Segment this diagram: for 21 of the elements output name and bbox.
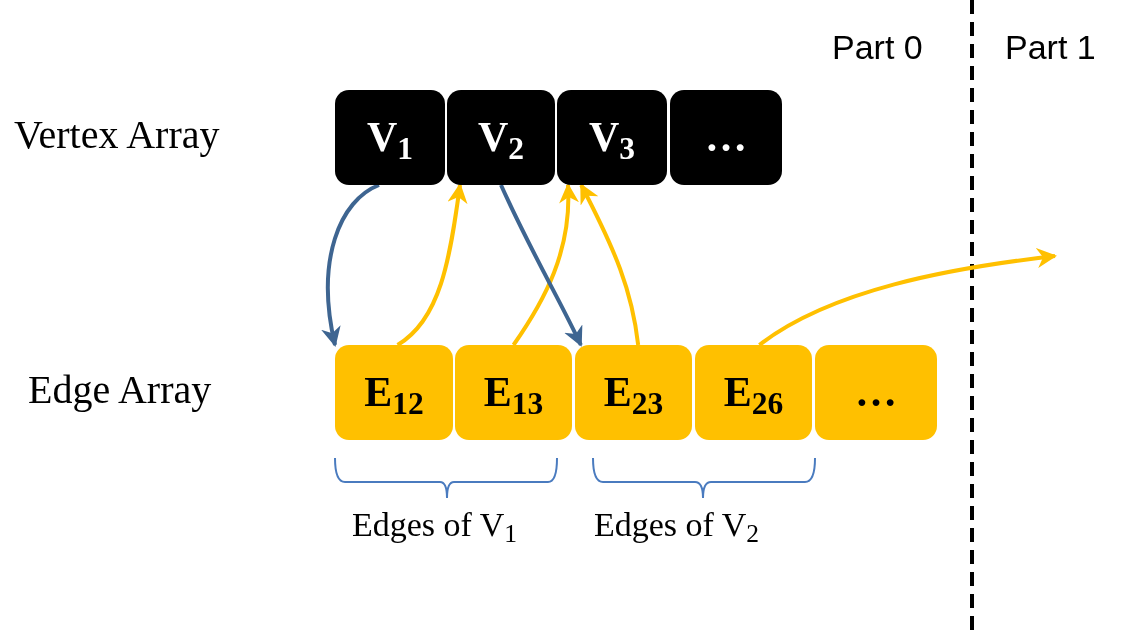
vertex-cell: … xyxy=(670,90,782,185)
arrow xyxy=(321,183,380,347)
vertex-cell: V$_{2}$ xyxy=(447,90,555,185)
arrow xyxy=(396,183,468,347)
part-label: Part 1 xyxy=(1005,27,1096,68)
part-label: Part 0 xyxy=(832,27,923,68)
arrow xyxy=(499,184,583,347)
vertex-cell: V$_{1}$ xyxy=(335,90,445,185)
edge-cell: … xyxy=(815,345,937,440)
brace-label: Edges of V$_{2}$ xyxy=(594,505,760,547)
arrow xyxy=(579,183,641,346)
edge-cell: E$_{13}$ xyxy=(455,345,572,440)
edge-cell: E$_{23}$ xyxy=(575,345,692,440)
brace-label: Edges of V$_{1}$ xyxy=(352,505,518,547)
edge-cell: E$_{26}$ xyxy=(695,345,812,440)
row-label: Edge Array xyxy=(28,366,212,414)
arrow xyxy=(758,248,1057,347)
row-label: Vertex Array xyxy=(14,111,220,159)
edge-cell: E$_{12}$ xyxy=(335,345,453,440)
arrow xyxy=(511,183,579,347)
vertex-cell: V$_{3}$ xyxy=(557,90,667,185)
